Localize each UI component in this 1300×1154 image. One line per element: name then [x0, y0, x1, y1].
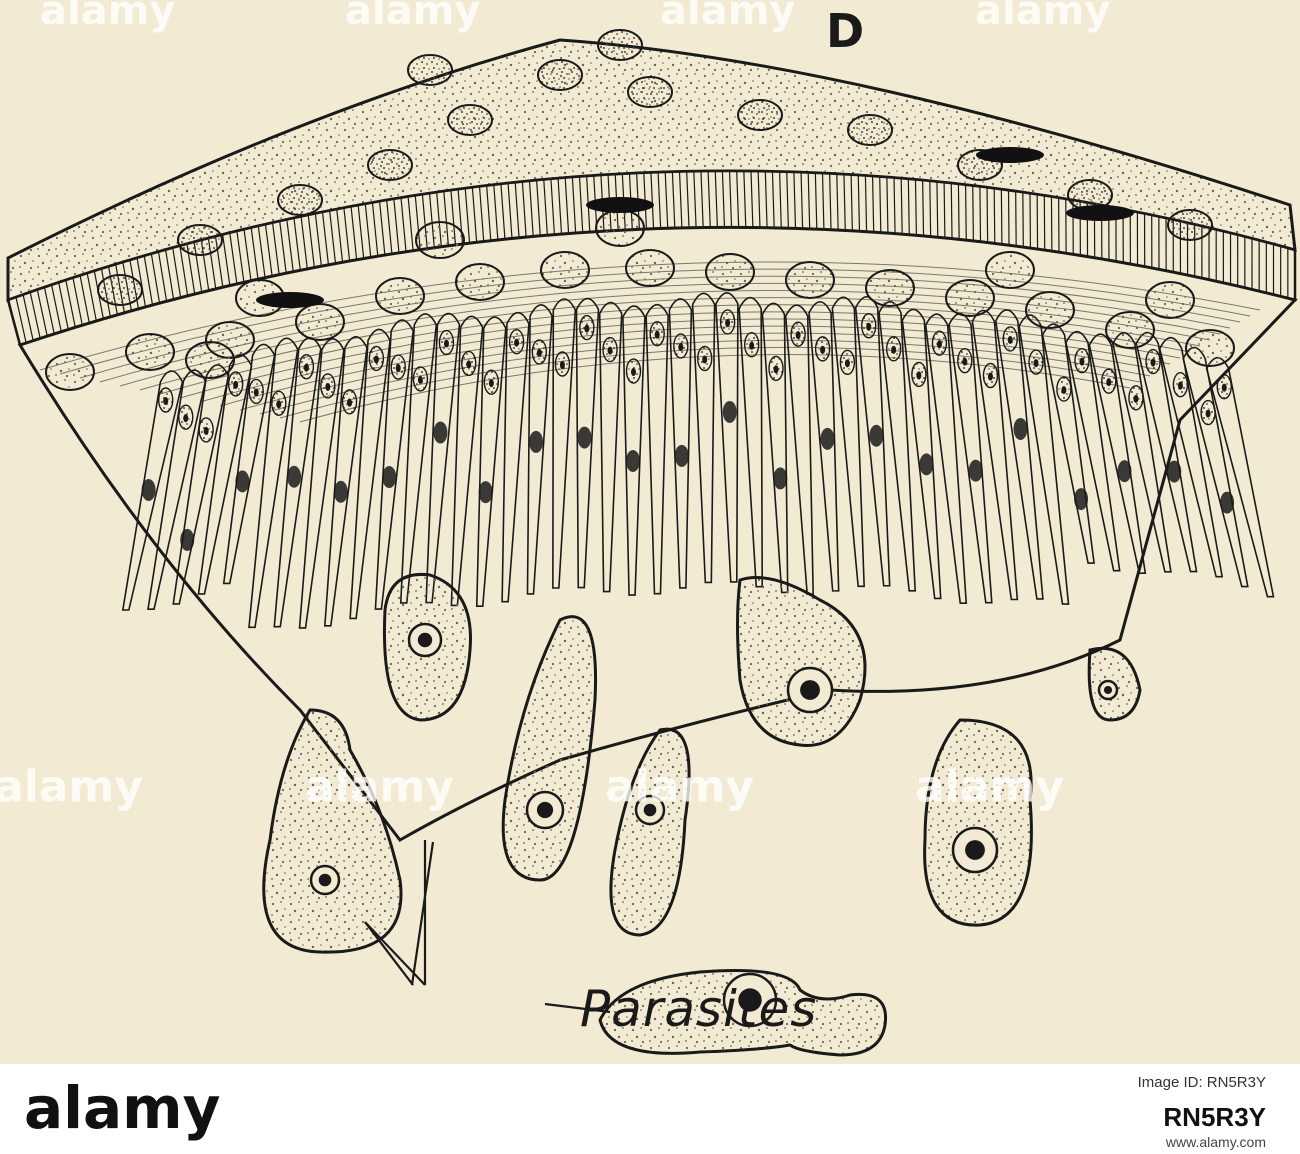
columnar-cells: [121, 292, 1275, 629]
image-id-line: Image ID: RN5R3Y: [1137, 1074, 1266, 1091]
parasite-cells: [262, 572, 1142, 1057]
nuclei: [45, 29, 1235, 551]
striation-lines: [8, 170, 1295, 345]
parasites-label: Parasites: [580, 980, 818, 1038]
panel-letter: D: [826, 4, 865, 58]
stock-banner: alamy Image ID: RN5R3Y RN5R3Y www.alamy.…: [0, 1064, 1300, 1154]
histology-figure: D Parasites alamy alamy alamy alamy alam…: [0, 0, 1298, 1057]
leader-lines: [364, 840, 611, 1014]
banner-logo[interactable]: alamy: [24, 1074, 221, 1142]
banner-url[interactable]: www.alamy.com: [1165, 1134, 1266, 1150]
image-code: RN5R3Y: [1163, 1102, 1266, 1132]
tissue-illustration: [6, 29, 1298, 1057]
